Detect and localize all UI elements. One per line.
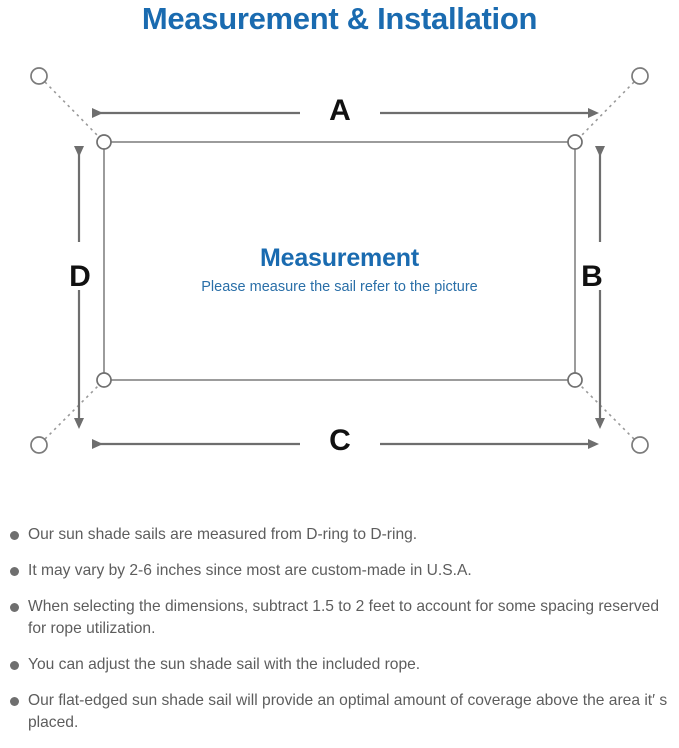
rope-line-bottom-left: [44, 383, 101, 440]
rope-line-bottom-right: [578, 383, 635, 440]
bullet-icon: [10, 603, 19, 612]
bullet-icon: [10, 567, 19, 576]
list-item: When selecting the dimensions, subtract …: [0, 596, 679, 640]
page-title: Measurement & Installation: [141, 1, 538, 36]
sail-measurement-diagram: [0, 46, 679, 516]
list-item-text: You can adjust the sun shade sail with t…: [28, 656, 421, 673]
bullet-icon: [10, 697, 19, 706]
list-item: Our flat-edged sun shade sail will provi…: [0, 690, 679, 734]
dimension-label-b: B: [581, 260, 603, 293]
rope-line-top-left: [44, 81, 101, 139]
rope-lines: [44, 81, 635, 440]
list-item: It may vary by 2-6 inches since most are…: [0, 560, 679, 582]
list-item-text: When selecting the dimensions, subtract …: [28, 598, 660, 637]
d-ring-shading: [99, 137, 580, 385]
dimension-label-d: D: [69, 260, 91, 293]
rope-line-top-right: [578, 81, 635, 139]
bullet-icon: [10, 531, 19, 540]
anchor-top-left-icon: [30, 67, 48, 85]
list-item-text: Our sun shade sails are measured from D-…: [28, 526, 418, 543]
list-item: Our sun shade sails are measured from D-…: [0, 524, 679, 546]
anchor-bottom-left-icon: [30, 436, 48, 454]
list-item-text: It may vary by 2-6 inches since most are…: [28, 562, 472, 579]
dimension-label-c: C: [329, 424, 351, 457]
notes-list: Our sun shade sails are measured from D-…: [0, 524, 679, 748]
dimension-label-a: A: [329, 94, 351, 127]
list-item-text: Our flat-edged sun shade sail will provi…: [28, 692, 668, 731]
anchor-points: [30, 67, 649, 454]
anchor-top-right-icon: [631, 67, 649, 85]
sail-body: [103, 141, 576, 381]
list-item: You can adjust the sun shade sail with t…: [0, 654, 679, 676]
anchor-bottom-right-icon: [631, 436, 649, 454]
bullet-icon: [10, 661, 19, 670]
